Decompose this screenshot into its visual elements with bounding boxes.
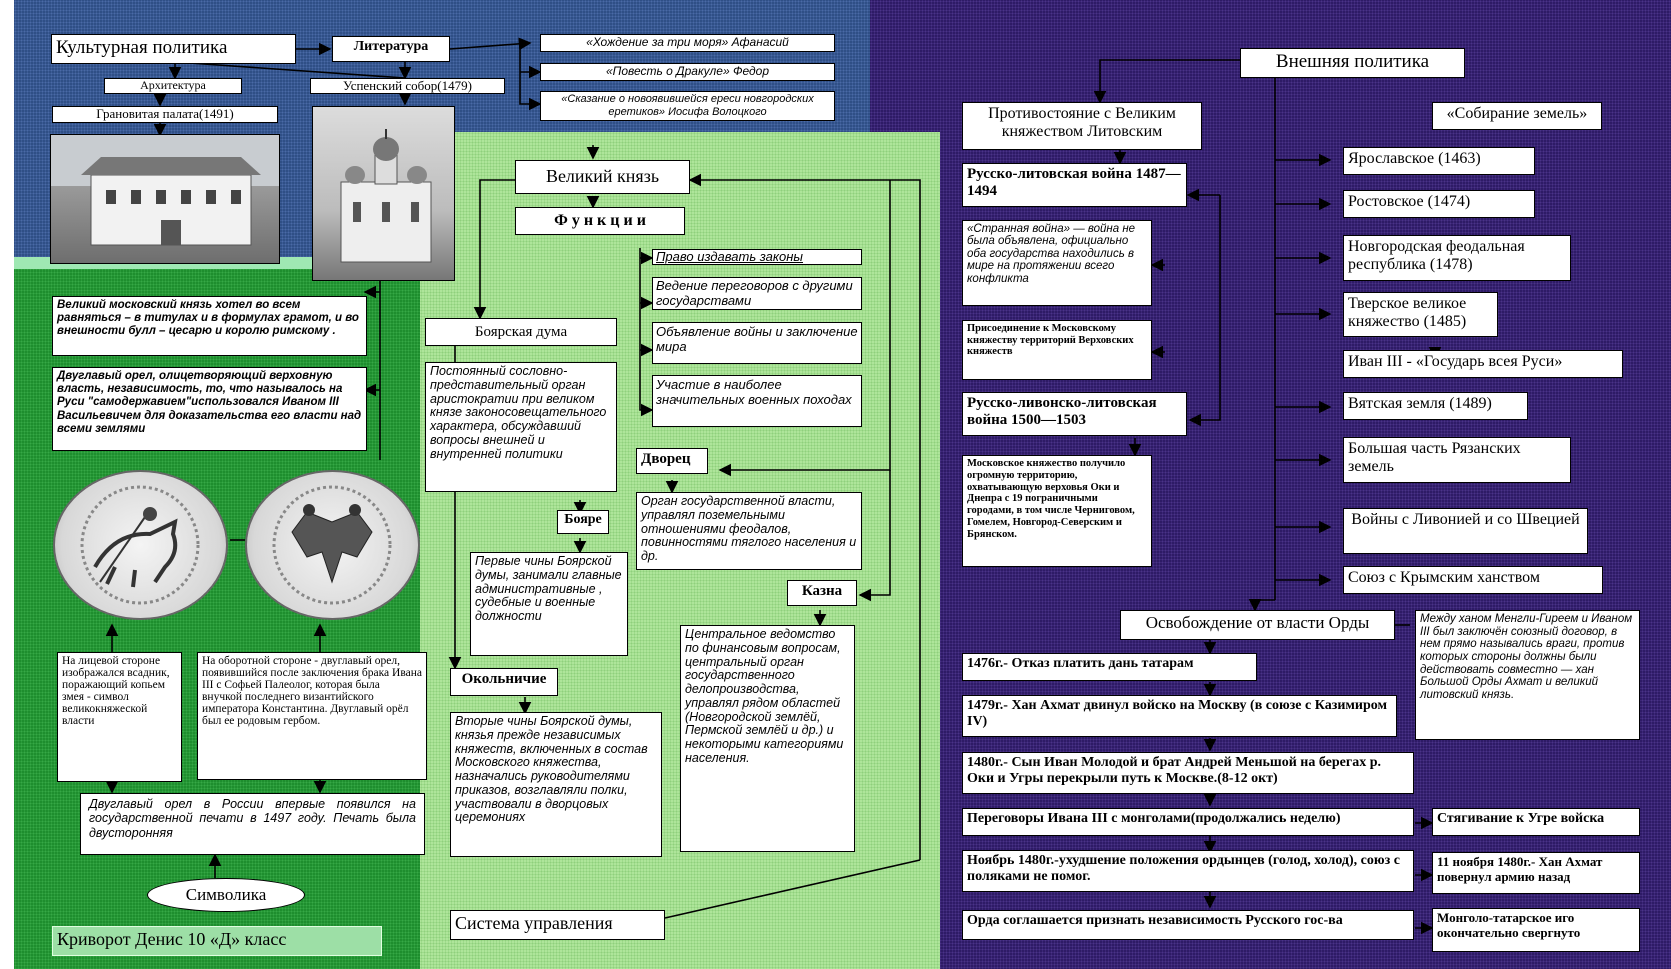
seal-reverse	[245, 470, 420, 620]
akhmat-retreat: 11 ноября 1480г.- Хан Ахмат повернул арм…	[1432, 852, 1640, 894]
horde-event-1480: 1480г.- Сын Иван Молодой и брат Андрей М…	[962, 752, 1414, 794]
function-war-peace: Объявление войны и заключение мира	[652, 322, 862, 364]
troops-to-ugra: Стягивание к Угре войска	[1432, 808, 1640, 836]
palace-description: Орган государственной власти, управлял п…	[636, 492, 862, 570]
land-rostov: Ростовское (1474)	[1343, 190, 1535, 218]
palace-box: Дворец	[636, 448, 708, 474]
crimea-alliance-box: Союз с Крымским ханством	[1343, 566, 1603, 594]
function-laws: Право издавать законы	[652, 249, 862, 265]
verkhovsky-join-box: Присоединение к Московскому княжеству те…	[962, 320, 1152, 380]
strange-war-box: «Странная война» — война не была объявле…	[962, 220, 1152, 306]
treasury-description: Центральное ведомство по финансовым вопр…	[680, 625, 855, 852]
crimea-treaty-description: Между ханом Менгли-Гиреем и Иваном III б…	[1415, 610, 1640, 740]
horde-liberation-title: Освобождение от власти Орды	[1120, 610, 1395, 640]
horde-event-nov-1480: Ноябрь 1480г.-ухудшение положения ордынц…	[962, 850, 1414, 892]
horde-event-1479: 1479г.- Хан Ахмат двинул войско на Москв…	[962, 695, 1397, 737]
assumption-cathedral-box: Успенский собор(1479)	[310, 78, 505, 94]
boyars-description: Первые чины Боярской думы, занимали глав…	[470, 552, 628, 656]
symbols-text-2: Двуглавый орел, олицетворяющий верховную…	[52, 367, 367, 451]
assumption-cathedral-photo	[312, 106, 455, 281]
functions-box: Ф у н к ц и и	[515, 207, 685, 235]
symbols-label: Символика	[147, 878, 305, 912]
land-ryazan: Большая часть Рязанских земель	[1343, 437, 1571, 483]
land-vyatka: Вятская земля (1489)	[1343, 392, 1528, 420]
territory-result-box: Московское княжество получило огромную т…	[962, 455, 1152, 567]
architecture-box: Архитектура	[104, 78, 242, 94]
faceted-chamber-box: Грановитая палата(1491)	[52, 106, 278, 123]
horde-event-1476: 1476г.- Отказ платить дань татарам	[962, 653, 1257, 681]
foreign-policy-title: Внешняя политика	[1240, 48, 1465, 78]
cathedral-icon	[340, 129, 432, 263]
treasury-box: Казна	[787, 580, 857, 606]
horseman-icon	[80, 485, 200, 605]
boyars-box: Бояре	[557, 510, 609, 534]
land-novgorod: Новгородская феодальная республика (1478…	[1343, 235, 1571, 281]
author-credit: Криворот Денис 10 «Д» класс	[52, 926, 382, 956]
okolnichie-description: Вторые чины Боярской думы, князья прежде…	[450, 712, 662, 857]
culture-title: Культурная политика	[51, 34, 296, 64]
livonia-sweden-wars: Войны с Ливонией и со Швецией	[1343, 508, 1588, 554]
function-negotiations: Ведение переговоров с другими государств…	[652, 277, 862, 310]
russo-lithuanian-war-2: Русско-ливонско-литовская война 1500—150…	[962, 392, 1187, 436]
russo-lithuanian-war-1: Русско-литовская война 1487—1494	[962, 163, 1187, 207]
literature-item-2: «Повесть о Дракуле» Федор	[540, 63, 835, 81]
literature-item-3: «Сказание о новоявившейся ереси новгород…	[540, 91, 835, 121]
land-tver: Тверское великое княжество (1485)	[1343, 292, 1498, 337]
lithuania-box: Противостояние с Великим княжеством Лито…	[962, 102, 1202, 150]
boyar-duma-box: Боярская дума	[425, 318, 617, 346]
building-icon	[81, 157, 261, 246]
eagle-history: Двуглавый орел в России впервые появился…	[80, 793, 425, 855]
obverse-description: На лицевой стороне изображался всадник, …	[57, 652, 182, 782]
boyar-duma-description: Постоянный сословно-представительный орг…	[425, 362, 617, 492]
literature-box: Литература	[332, 36, 450, 62]
horde-negotiations: Переговоры Ивана III с монголами(продолж…	[962, 808, 1414, 836]
seal-obverse	[53, 470, 228, 620]
land-yaroslavl: Ярославское (1463)	[1343, 147, 1535, 175]
reverse-description: На оборотной стороне - двуглавый орел, п…	[197, 652, 427, 780]
grand-prince-box: Великий князь	[515, 160, 690, 194]
double-headed-eagle-icon	[272, 485, 392, 605]
yoke-overthrown: Монголо-татарское иго окончательно сверг…	[1432, 908, 1640, 952]
symbols-text-1: Великий московский князь хотел во всем р…	[52, 296, 367, 356]
horde-recognition: Орда соглашается признать независимость …	[962, 910, 1414, 940]
gathering-lands-title: «Собирание земель»	[1432, 102, 1602, 130]
faceted-chamber-photo	[50, 134, 280, 264]
function-campaigns: Участие в наиболее значительных военных …	[652, 375, 862, 427]
literature-item-1: «Хождение за три моря» Афанасий	[540, 34, 835, 52]
okolnichie-box: Окольничие	[450, 668, 558, 696]
sovereign-title-box: Иван III - «Государь всея Руси»	[1343, 350, 1623, 378]
governance-system-title: Система управления	[450, 910, 665, 940]
